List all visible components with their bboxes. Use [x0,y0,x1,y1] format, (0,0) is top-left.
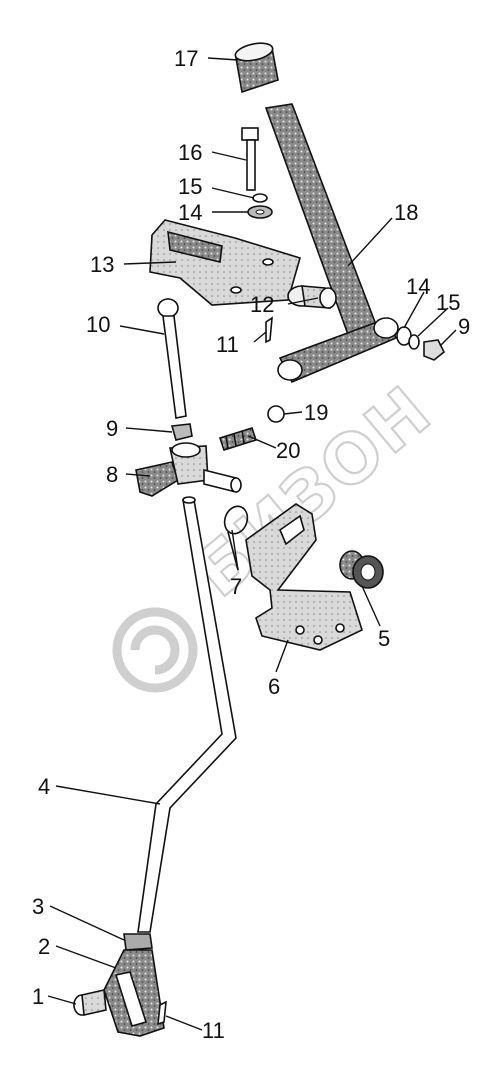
callout-16: 16 [178,140,202,165]
part-4-shift-rod [137,496,237,933]
part-19-ball [267,405,285,423]
callout-5: 5 [378,626,390,651]
part-1-pin [73,989,107,1016]
callout-19: 19 [304,400,328,425]
callout-9: 9 [106,416,118,441]
part-20-spring [218,427,258,451]
callout-1: 1 [32,984,44,1009]
callout-9-right: 9 [458,314,470,339]
callout-11-bottom: 11 [202,1018,225,1043]
part-3-nut [123,933,153,951]
part-18-lever [264,103,399,384]
part-14-washer [247,205,273,219]
bizon-logo-icon [112,607,198,693]
part-12-bushing [287,285,337,309]
callout-2: 2 [38,934,50,959]
callout-13: 13 [90,252,114,277]
callout-6: 6 [268,674,280,699]
part-9-nut [170,423,193,441]
callout-18: 18 [394,200,418,225]
part-10-rod [157,298,187,419]
callout-14: 14 [178,200,202,225]
part-13-bracket [149,219,301,306]
part-7-ring [223,505,249,571]
callout-7: 7 [230,574,242,599]
part-15-spring-washer-right [408,334,420,350]
part-6-bracket [245,503,363,651]
callout-15: 15 [178,174,202,199]
callout-14-right: 14 [406,274,430,299]
part-11-cotter-pin-bottom [157,1000,167,1026]
callout-4: 4 [38,774,50,799]
leader-lines [47,57,457,1031]
part-17-knob [234,42,279,94]
callout-10: 10 [86,312,110,337]
callout-15-right: 15 [436,290,460,315]
part-5-bushing [339,550,384,589]
callout-20: 20 [276,438,300,463]
part-8-pivot [135,442,242,497]
callout-8: 8 [106,462,118,487]
part-16-bolt [241,127,259,191]
callout-labels: 17 16 15 14 13 18 12 14 15 9 10 11 19 9 … [32,46,470,1043]
callout-11: 11 [216,332,239,357]
callout-17: 17 [174,46,198,71]
part-11-cotter-pin [265,316,273,344]
part-15-spring-washer [252,193,268,203]
callout-3: 3 [32,894,44,919]
part-9-nut-right [423,339,446,361]
part-2-clevis [103,949,165,1037]
callout-12: 12 [250,292,274,317]
